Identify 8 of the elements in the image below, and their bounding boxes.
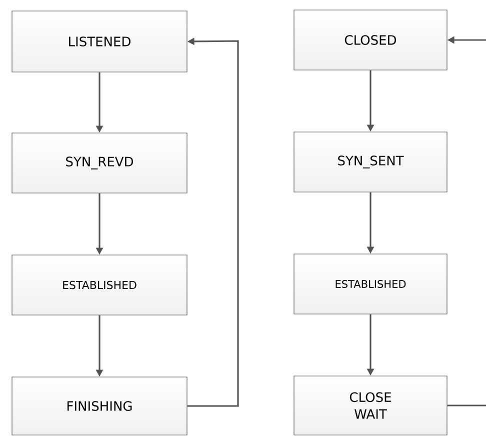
state-box: CLOSE WAIT bbox=[294, 376, 448, 436]
state-box: ESTABLISHED bbox=[294, 254, 448, 314]
state-box: SYN_SENT bbox=[294, 132, 448, 192]
state-box: FINISHING bbox=[12, 376, 188, 436]
state-box: CLOSED bbox=[294, 10, 448, 70]
state-box: LISTENED bbox=[12, 10, 188, 72]
state-box: SYN_REVD bbox=[12, 132, 188, 194]
state-box: ESTABLISHED bbox=[12, 254, 188, 316]
